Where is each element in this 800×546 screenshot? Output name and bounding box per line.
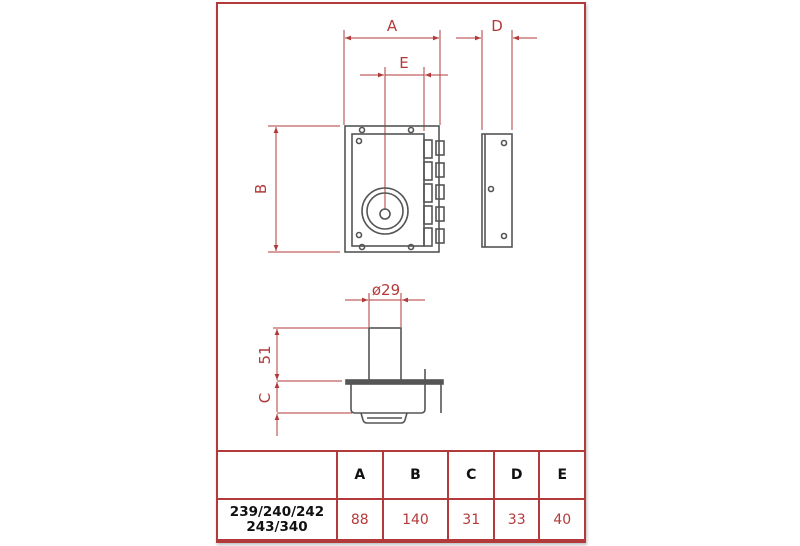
- label-b: B: [252, 184, 270, 194]
- value-b: 140: [381, 498, 450, 541]
- dimension-b: [268, 125, 340, 253]
- lock-section-view: [345, 327, 444, 424]
- lock-front-view: [344, 125, 445, 253]
- label-a: A: [387, 17, 398, 35]
- dimension-e: [360, 67, 448, 210]
- dimension-d: [456, 30, 537, 130]
- header-a: A: [336, 450, 384, 500]
- dimension-a: [343, 30, 441, 125]
- header-b: B: [381, 450, 450, 500]
- model-cell: 239/240/242 243/340: [216, 498, 338, 541]
- label-d: D: [491, 17, 503, 35]
- label-diameter: ø29: [372, 281, 400, 299]
- value-d: 33: [492, 498, 541, 541]
- table-row: 239/240/242 243/340 88 140 31 33 40: [216, 498, 586, 541]
- header-d: D: [492, 450, 541, 500]
- value-c: 31: [447, 498, 495, 541]
- label-c: C: [256, 393, 274, 403]
- dimensions-table: A B C D E 239/240/242 243/340 88 140 31 …: [216, 450, 586, 541]
- header-c: C: [447, 450, 495, 500]
- label-e: E: [399, 54, 408, 72]
- value-e: 40: [538, 498, 586, 541]
- dimension-51-c: [273, 327, 369, 436]
- header-model: [216, 450, 338, 500]
- model-line-2: 243/340: [246, 518, 308, 535]
- label-51: 51: [256, 345, 274, 364]
- strike-plate-view: [481, 133, 513, 248]
- value-a: 88: [336, 498, 384, 541]
- model-line-1: 239/240/242: [229, 503, 325, 520]
- dimension-diameter: [345, 293, 425, 327]
- header-e: E: [538, 450, 586, 500]
- table-header-row: A B C D E: [216, 450, 586, 500]
- drawing-frame: [216, 2, 586, 543]
